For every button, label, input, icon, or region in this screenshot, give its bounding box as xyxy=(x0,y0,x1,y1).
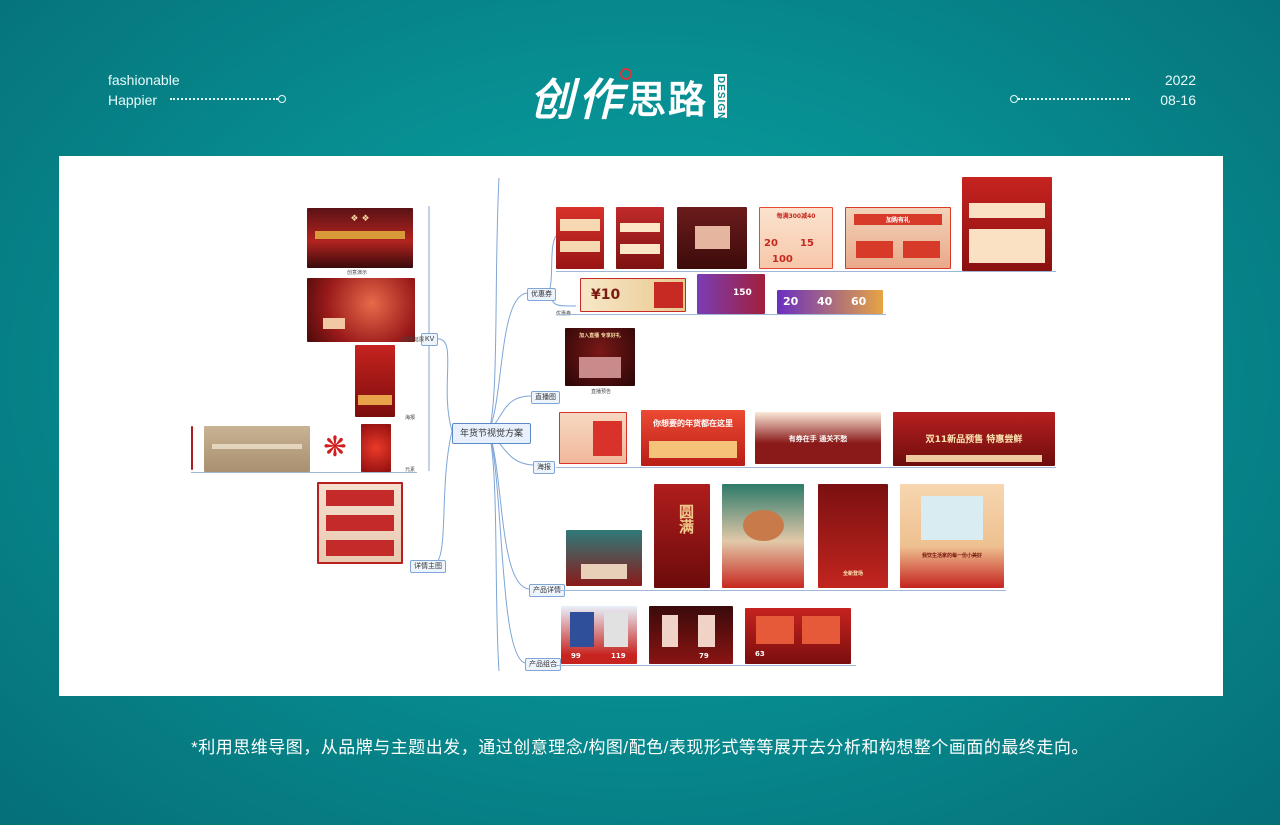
header-date: 08-16 xyxy=(1160,92,1196,108)
activity-tile-2[interactable] xyxy=(616,207,664,269)
activity-tile-4-headline: 每满300减40 xyxy=(776,213,816,220)
link-activity-row1 xyxy=(548,235,557,294)
activity-row2-tile-3[interactable]: 20 40 60 xyxy=(777,290,883,314)
product-tile-3[interactable] xyxy=(722,484,804,588)
live-caption: 直播预告 xyxy=(591,389,612,395)
link-center-kv xyxy=(435,338,453,432)
activity-tile-4[interactable]: 每满300减40 20 15 100 xyxy=(759,207,833,269)
activity-row2-line xyxy=(556,314,886,315)
kv-tile-1[interactable]: ❖ ❖ xyxy=(307,208,413,268)
title-part1: 创作 xyxy=(530,75,626,126)
activity-tile-5-headline: 加购有礼 xyxy=(885,217,910,224)
header-year: 2022 xyxy=(1164,72,1196,88)
page-title: 创作 思路 DESIGN xyxy=(530,66,728,126)
header-right-text: 2022 08-16 xyxy=(1160,70,1196,110)
product-tile-2-headline: 圆满 xyxy=(677,504,695,534)
activity-row2-tile-3-c: 60 xyxy=(851,295,867,308)
activity-row2-tile-2-num: 150 xyxy=(733,288,752,298)
product-tile-4[interactable]: 全新登场 xyxy=(818,484,888,588)
node-live[interactable]: 直播图 xyxy=(531,391,560,404)
element-note: 元素 xyxy=(405,467,416,473)
element-tile-3[interactable] xyxy=(361,424,391,472)
element-tile-1[interactable] xyxy=(204,426,310,472)
element-tile-2[interactable]: ❋ xyxy=(317,424,353,472)
activity-row1-line xyxy=(556,271,1056,272)
sku-tile-2-price: 79 xyxy=(699,652,709,660)
header-right-dots xyxy=(1010,95,1130,103)
product-tile-5-headline: 我饮生活家的每一份小美好 xyxy=(921,553,982,559)
element-tile-edge xyxy=(191,426,193,470)
header-left-line1: fashionable xyxy=(108,72,180,88)
product-tile-2[interactable]: 圆满 xyxy=(654,484,710,588)
product-tile-5[interactable]: 我饮生活家的每一份小美好 xyxy=(900,484,1004,588)
activity-tile-6[interactable] xyxy=(962,177,1052,271)
activity-tile-5[interactable]: 加购有礼 xyxy=(845,207,951,269)
node-sku[interactable]: 产品组合 xyxy=(525,658,561,671)
sku-row-line xyxy=(556,665,856,666)
activity-tile-4-num-b: 15 xyxy=(800,238,814,249)
node-banner[interactable]: 海报 xyxy=(533,461,555,474)
kv-tile-2-caption: 主视觉延展 xyxy=(399,337,425,343)
activity-row2-tile-1-num: ¥10 xyxy=(591,287,621,303)
title-vertical-tag: DESIGN xyxy=(714,74,728,121)
title-part2: 思路 xyxy=(628,77,709,122)
activity-tile-1[interactable] xyxy=(556,207,604,269)
banner-tile-3[interactable]: 有券在手 通关不愁 xyxy=(755,412,881,464)
banner-row-line xyxy=(556,467,1056,468)
sku-tile-3-price: 63 xyxy=(755,650,765,658)
activity-tile-4-num-c: 100 xyxy=(772,254,793,265)
kv-poster-note: 海报 xyxy=(405,415,416,421)
detail-tile[interactable] xyxy=(317,482,403,564)
banner-tile-4-headline: 双11新品预售 特惠尝鲜 xyxy=(925,435,1023,445)
link-center-activity xyxy=(488,292,528,432)
title-accent-circle xyxy=(620,68,632,80)
link-center-product xyxy=(488,430,530,590)
banner-tile-4[interactable]: 双11新品预售 特惠尝鲜 xyxy=(893,412,1055,466)
link-spine-bottom xyxy=(488,430,500,672)
element-row-line xyxy=(191,472,417,473)
activity-tile-3[interactable] xyxy=(677,207,747,269)
link-spine-top xyxy=(488,177,500,432)
banner-tile-2[interactable]: 你想要的年货都在这里 xyxy=(641,410,745,466)
kv-tile-3[interactable] xyxy=(355,345,395,417)
mindmap-board: KV 详情主图 年货节视觉方案 ❖ ❖ 创意演示 主视觉延展 海报 ❋ 元素 优… xyxy=(59,156,1223,696)
header-left-line2: Happier xyxy=(108,92,158,108)
banner-tile-3-headline: 有券在手 通关不愁 xyxy=(788,435,848,443)
header-left-dots xyxy=(170,95,286,103)
sku-tile-1-price-a: 99 xyxy=(571,652,581,660)
banner-tile-1[interactable] xyxy=(559,412,627,464)
link-center-sku xyxy=(488,430,526,664)
activity-row2-tile-2[interactable]: 150 xyxy=(697,274,765,314)
product-row-line xyxy=(556,590,1006,591)
sku-tile-2[interactable]: 79 xyxy=(649,606,733,664)
node-kv[interactable]: KV xyxy=(421,333,439,346)
node-center[interactable]: 年货节视觉方案 xyxy=(452,423,532,444)
product-tile-1[interactable] xyxy=(566,530,642,586)
link-center-detail xyxy=(434,430,453,565)
kv-tile-1-caption: 创意演示 xyxy=(347,270,368,276)
bottom-caption: *利用思维导图，从品牌与主题出发，通过创意理念/构图/配色/表现形式等等展开去分… xyxy=(191,738,1089,757)
header-left-text: fashionable Happier xyxy=(108,70,180,110)
node-activity[interactable]: 优惠券 xyxy=(527,288,556,301)
live-tile[interactable]: 加入直播 专享好礼 xyxy=(565,328,635,386)
node-detail[interactable]: 详情主图 xyxy=(410,560,446,573)
sku-tile-1[interactable]: 99 119 xyxy=(561,606,637,664)
activity-row2-tile-1[interactable]: ¥10 xyxy=(580,278,686,312)
banner-tile-2-headline: 你想要的年货都在这里 xyxy=(653,419,733,428)
sku-tile-1-price-b: 119 xyxy=(611,652,626,660)
activity-row2-tile-3-b: 40 xyxy=(817,295,833,308)
sku-tile-3[interactable]: 63 xyxy=(745,608,851,664)
live-tile-headline: 加入直播 专享好礼 xyxy=(579,333,621,339)
product-tile-4-headline: 全新登场 xyxy=(842,571,863,577)
activity-row2-tile-3-a: 20 xyxy=(783,295,799,308)
activity-tile-4-num-a: 20 xyxy=(764,238,778,249)
kv-tile-2[interactable] xyxy=(307,278,415,342)
